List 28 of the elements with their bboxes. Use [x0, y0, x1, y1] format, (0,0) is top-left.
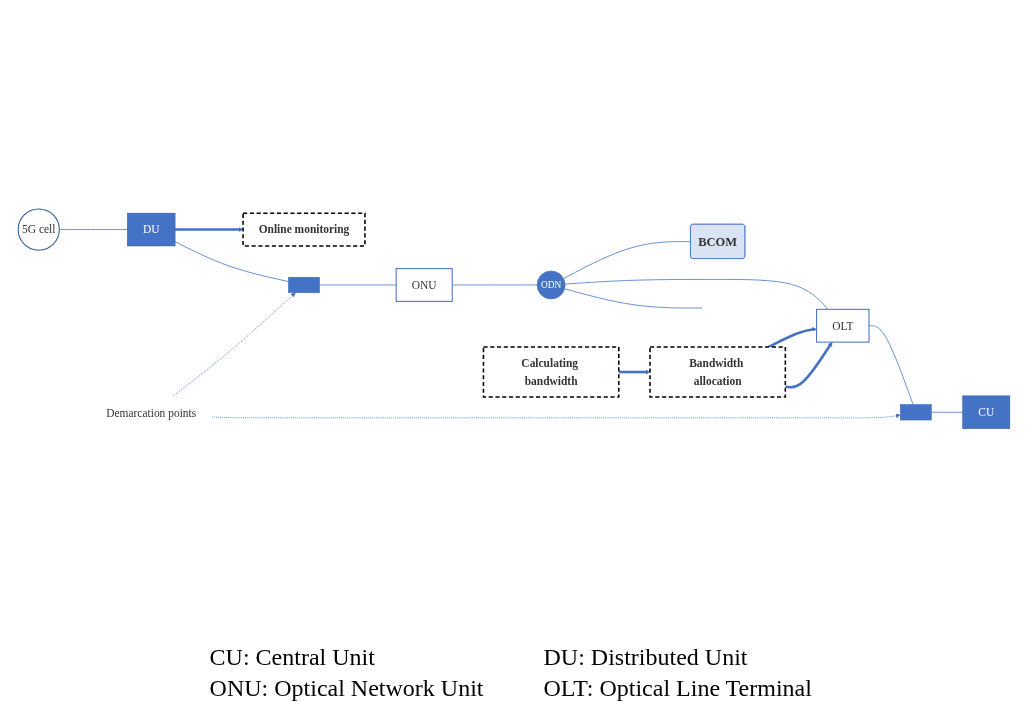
node-circle: 5G cell: [17, 208, 60, 251]
connector: [564, 279, 828, 310]
node-box: Bandwidth allocation: [648, 346, 786, 398]
abbreviation-note: ONU: Optical Network Unit: [209, 675, 484, 702]
node-bar: [899, 404, 932, 421]
abbreviation-note: CU: Central Unit: [209, 644, 376, 671]
connector: [58, 229, 128, 230]
node-text: Demarcation points: [105, 406, 196, 420]
arrow: [767, 327, 817, 349]
connector: [174, 241, 289, 282]
arrow: [784, 341, 832, 389]
connector: [930, 411, 963, 413]
node-circle: ODN: [536, 270, 565, 300]
connector: [451, 284, 537, 286]
arrow: [618, 369, 650, 375]
node-box: DU: [126, 212, 175, 247]
node-box: Calculating bandwidth: [482, 346, 620, 398]
abbreviation-note: DU: Distributed Unit: [543, 644, 749, 671]
abbreviation-note: OLT: Optical Line Terminal: [543, 675, 813, 702]
node-box: OLT: [815, 308, 870, 343]
arrow: [174, 227, 243, 232]
connector: [562, 241, 691, 279]
node-box: CU: [961, 395, 1010, 429]
node-box: ONU: [395, 268, 453, 302]
node-box: Online monitoring: [241, 212, 366, 247]
connector: [868, 325, 913, 405]
node-bar: [287, 276, 320, 294]
connector: [563, 288, 702, 309]
